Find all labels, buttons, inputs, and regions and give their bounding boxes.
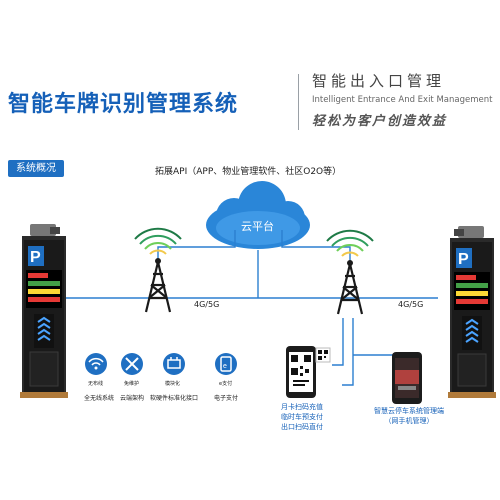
subtitle-en: Intelligent Entrance And Exit Management (312, 95, 493, 105)
payment-icon: e (215, 353, 237, 375)
svg-text:P: P (30, 249, 41, 266)
gate-terminal-left: P (20, 224, 68, 398)
link-label-right: 4G/5G (398, 300, 424, 309)
slogan: 轻松为客户创造效益 (312, 114, 448, 129)
feature-badge-1: 无布线 (88, 381, 104, 387)
phone-left-caption-line-3: 出口扫码直付 (281, 423, 323, 431)
qr-code-icon (315, 347, 331, 363)
feature-label-2: 云端架构 (120, 395, 145, 402)
page-title: 智能车牌识别管理系统 (8, 92, 239, 117)
cell-tower-left-icon (134, 227, 182, 313)
gate-terminal-right: P (448, 226, 496, 398)
phone-right-caption-line-1: 智慧云停车系统管理端 (374, 407, 444, 415)
cloud-icon (206, 181, 310, 249)
phone-right-caption-line-2: （网手机管理） (384, 417, 434, 425)
link-label-left: 4G/5G (194, 300, 220, 309)
feature-badge-3: 模块化 (165, 381, 181, 387)
feature-label-3: 软硬件标准化接口 (150, 395, 199, 402)
feature-label-1: 全无线系统 (84, 395, 115, 402)
svg-text:e: e (223, 363, 227, 370)
svg-text:P: P (458, 251, 469, 268)
feature-label-4: 电子支付 (214, 395, 239, 402)
extension-api-label: 拓展API（APP、物业管理软件、社区O2O等） (155, 167, 342, 177)
network-lines (65, 230, 438, 386)
phone-left-caption: 月卡扫码充值 临时车预支付 出口扫码直付 (274, 402, 330, 432)
phone-right-caption: 智慧云停车系统管理端 （网手机管理） (364, 406, 454, 426)
section-badge: 系统概况 (8, 160, 64, 177)
phone-left-caption-line-1: 月卡扫码充值 (281, 403, 323, 411)
cloud-label: 云平台 (241, 220, 274, 233)
header-divider (298, 74, 299, 130)
feature-badge-2: 免维护 (124, 381, 140, 387)
subtitle-cn: 智能出入口管理 (312, 72, 446, 90)
cell-tower-right-icon (326, 229, 374, 315)
tools-icon (121, 353, 143, 375)
qr-phone-icon (286, 346, 316, 398)
phone-left-caption-line-2: 临时车预支付 (281, 413, 323, 421)
wifi-icon (85, 353, 107, 375)
module-icon (163, 353, 185, 375)
management-phone-icon (392, 352, 422, 404)
feature-badge-4: e支付 (219, 381, 233, 387)
